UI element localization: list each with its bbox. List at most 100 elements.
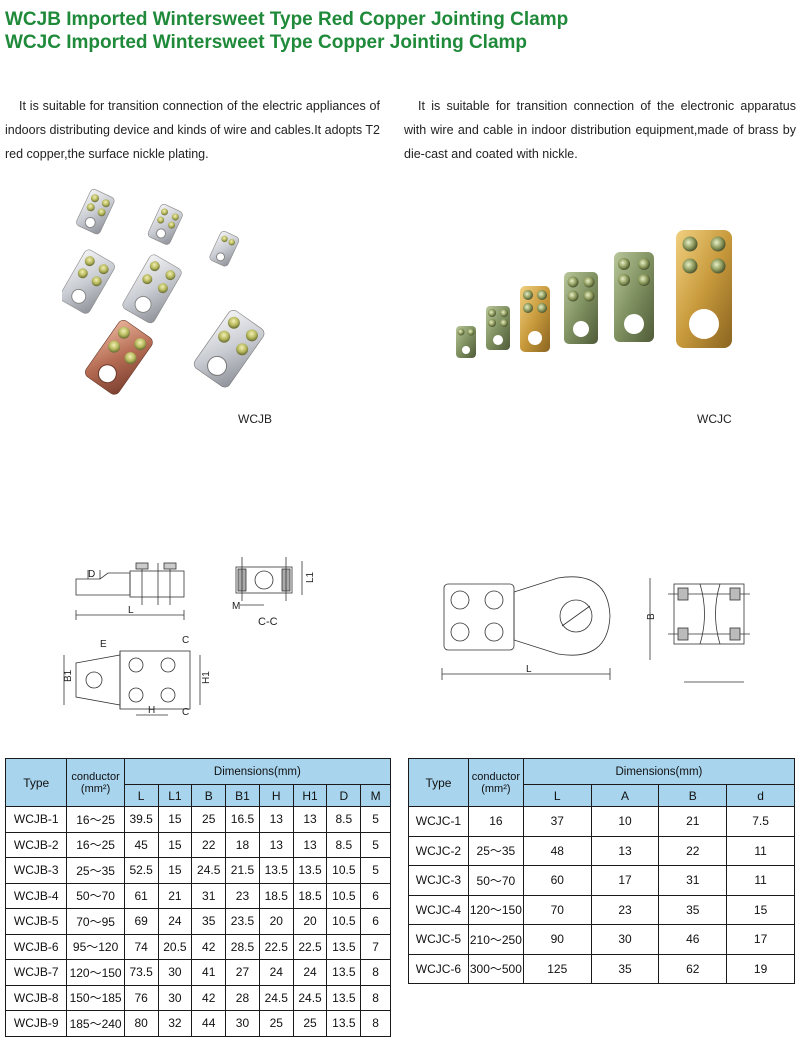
dimensions-header: Dimensions(mm)	[123, 758, 392, 785]
column-header: D	[326, 784, 362, 807]
table-cell: 24.5	[258, 984, 294, 1011]
table-cell: 25	[258, 1010, 294, 1037]
label-L: L	[128, 605, 134, 616]
table-cell: 52.5	[123, 857, 159, 884]
table-cell: 15	[726, 894, 795, 925]
table-cell: 6	[360, 882, 391, 909]
wcjc-caption: WCJC	[697, 412, 732, 426]
type-cell: WCJB-8	[4, 984, 68, 1011]
table-cell: 125	[522, 953, 592, 984]
conductor-header: conductor(mm²)	[467, 758, 524, 807]
table-cell: 8	[360, 959, 391, 986]
label-C-bottom: C	[182, 707, 189, 718]
table-cell: 25～35	[467, 835, 524, 866]
column-header: A	[590, 784, 660, 807]
table-cell: 45	[123, 831, 159, 858]
table-cell: 5	[360, 831, 391, 858]
table-cell: 20	[258, 908, 294, 935]
wcjb-technical-drawing: D L L1 M C-C B1 H1 H E C C	[63, 557, 316, 718]
table-cell: 20.5	[157, 933, 193, 960]
table-cell: 22.5	[258, 933, 294, 960]
table-cell: 31	[658, 865, 728, 896]
table-cell: 210～250	[467, 924, 524, 955]
column-header: M	[360, 784, 391, 807]
table-cell: 70	[522, 894, 592, 925]
table-cell: 95～120	[66, 933, 125, 960]
table-cell: 18.5	[258, 882, 294, 909]
table-cell: 7	[360, 933, 391, 960]
type-cell: WCJC-1	[408, 806, 469, 837]
table-cell: 41	[191, 959, 227, 986]
column-header: H	[258, 784, 294, 807]
table-cell: 22	[658, 835, 728, 866]
table-cell: 5	[360, 806, 391, 833]
type-cell: WCJC-6	[408, 953, 469, 984]
type-header: Type	[408, 758, 469, 807]
table-cell: 8	[360, 984, 391, 1011]
table-cell: 19	[726, 953, 795, 984]
table-cell: 6	[360, 908, 391, 935]
type-cell: WCJB-1	[4, 806, 68, 833]
label-M: M	[232, 601, 240, 612]
table-cell: 62	[658, 953, 728, 984]
table-cell: 30	[157, 959, 193, 986]
table-cell: 80	[123, 1010, 159, 1037]
type-cell: WCJB-3	[4, 857, 68, 884]
table-cell: 28	[225, 984, 260, 1011]
label-D: D	[88, 569, 95, 580]
table-cell: 24	[157, 908, 193, 935]
table-cell: 13	[258, 831, 294, 858]
label-L-wcjc: L	[526, 664, 532, 675]
table-cell: 11	[726, 865, 795, 896]
table-cell: 44	[191, 1010, 227, 1037]
table-cell: 13	[292, 831, 328, 858]
label-C-C: C-C	[258, 616, 278, 628]
table-cell: 300～500	[467, 953, 524, 984]
column-header: B	[191, 784, 227, 807]
table-cell: 48	[522, 835, 592, 866]
table-cell: 16.5	[225, 806, 260, 833]
table-cell: 27	[225, 959, 260, 986]
column-header: d	[726, 784, 795, 807]
type-cell: WCJB-6	[4, 933, 68, 960]
wcjb-product-photo	[62, 189, 265, 395]
table-cell: 22.5	[292, 933, 328, 960]
label-H1: H1	[201, 671, 212, 684]
table-cell: 74	[123, 933, 159, 960]
table-cell: 13.5	[258, 857, 294, 884]
table-cell: 73.5	[123, 959, 159, 986]
label-L1: L1	[305, 571, 316, 583]
table-cell: 16	[467, 806, 524, 837]
table-cell: 39.5	[123, 806, 159, 833]
table-cell: 24.5	[292, 984, 328, 1011]
table-cell: 13.5	[292, 857, 328, 884]
table-cell: 5	[360, 857, 391, 884]
table-cell: 31	[191, 882, 227, 909]
type-cell: WCJB-4	[4, 882, 68, 909]
table-cell: 25	[191, 806, 227, 833]
table-cell: 18	[225, 831, 260, 858]
type-cell: WCJC-3	[408, 865, 469, 896]
type-cell: WCJB-9	[4, 1010, 68, 1037]
table-cell: 8	[360, 1010, 391, 1037]
table-cell: 30	[225, 1010, 260, 1037]
table-cell: 16～25	[66, 831, 125, 858]
table-cell: 23	[225, 882, 260, 909]
table-cell: 150～185	[66, 984, 125, 1011]
table-cell: 10.5	[326, 857, 362, 884]
table-cell: 35	[191, 908, 227, 935]
table-cell: 23	[590, 894, 660, 925]
table-cell: 13	[258, 806, 294, 833]
dimensions-header: Dimensions(mm)	[522, 758, 796, 785]
table-cell: 50～70	[467, 865, 524, 896]
table-cell: 21	[658, 806, 728, 837]
table-cell: 32	[157, 1010, 193, 1037]
table-cell: 50～70	[66, 882, 125, 909]
column-header: B	[658, 784, 728, 807]
